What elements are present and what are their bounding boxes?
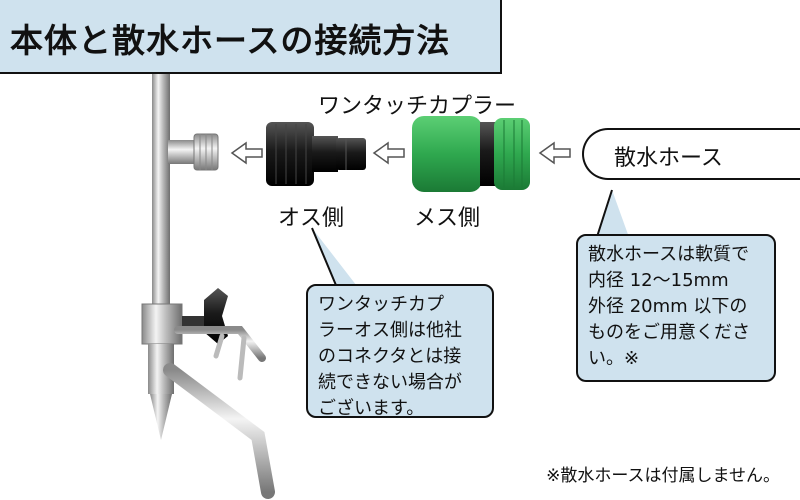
callout-line: い。※ [588,348,640,369]
callout-line: ラーオス側は他社 [318,320,462,341]
hose-label-box: 散水ホース [582,128,800,180]
callout-right-tail [594,189,630,241]
title-banner: 本体と散水ホースの接続方法 [0,0,502,74]
male-side-label: オス側 [278,206,345,231]
arrow-icon [230,141,571,165]
callout-line: 続できない場合が [318,372,462,393]
callout-left-tail [311,227,360,291]
footer-note: ※散水ホースは付属しません。 [546,466,780,486]
callout-line: 外径 20mm 以下の [588,296,748,317]
coupler-name-label: ワンタッチカプラー [318,94,517,119]
coupler-female-part [412,116,530,192]
callout-line: 散水ホースは軟質で [588,244,750,265]
callout-line: ございます。 [318,398,425,419]
callout-coupler-note: ワンタッチカプ ラーオス側は他社 のコネクタとは接 続できない場合が ございます… [306,284,494,419]
female-side-label: メス側 [414,206,481,231]
coupler-male-part [266,122,366,186]
hose-label: 散水ホース [614,146,723,171]
callout-line: のコネクタとは接 [318,346,462,367]
callout-hose-note: 散水ホースは軟質で 内径 12～15mm 外径 20mm 以下の ものをご用意く… [576,234,776,382]
sprinkler-stand [0,74,275,499]
callout-line: ワンタッチカプ [318,294,444,315]
callout-line: 内径 12～15mm [588,270,729,291]
page-title: 本体と散水ホースの接続方法 [10,21,451,60]
callout-line: ものをご用意くださ [588,322,750,343]
